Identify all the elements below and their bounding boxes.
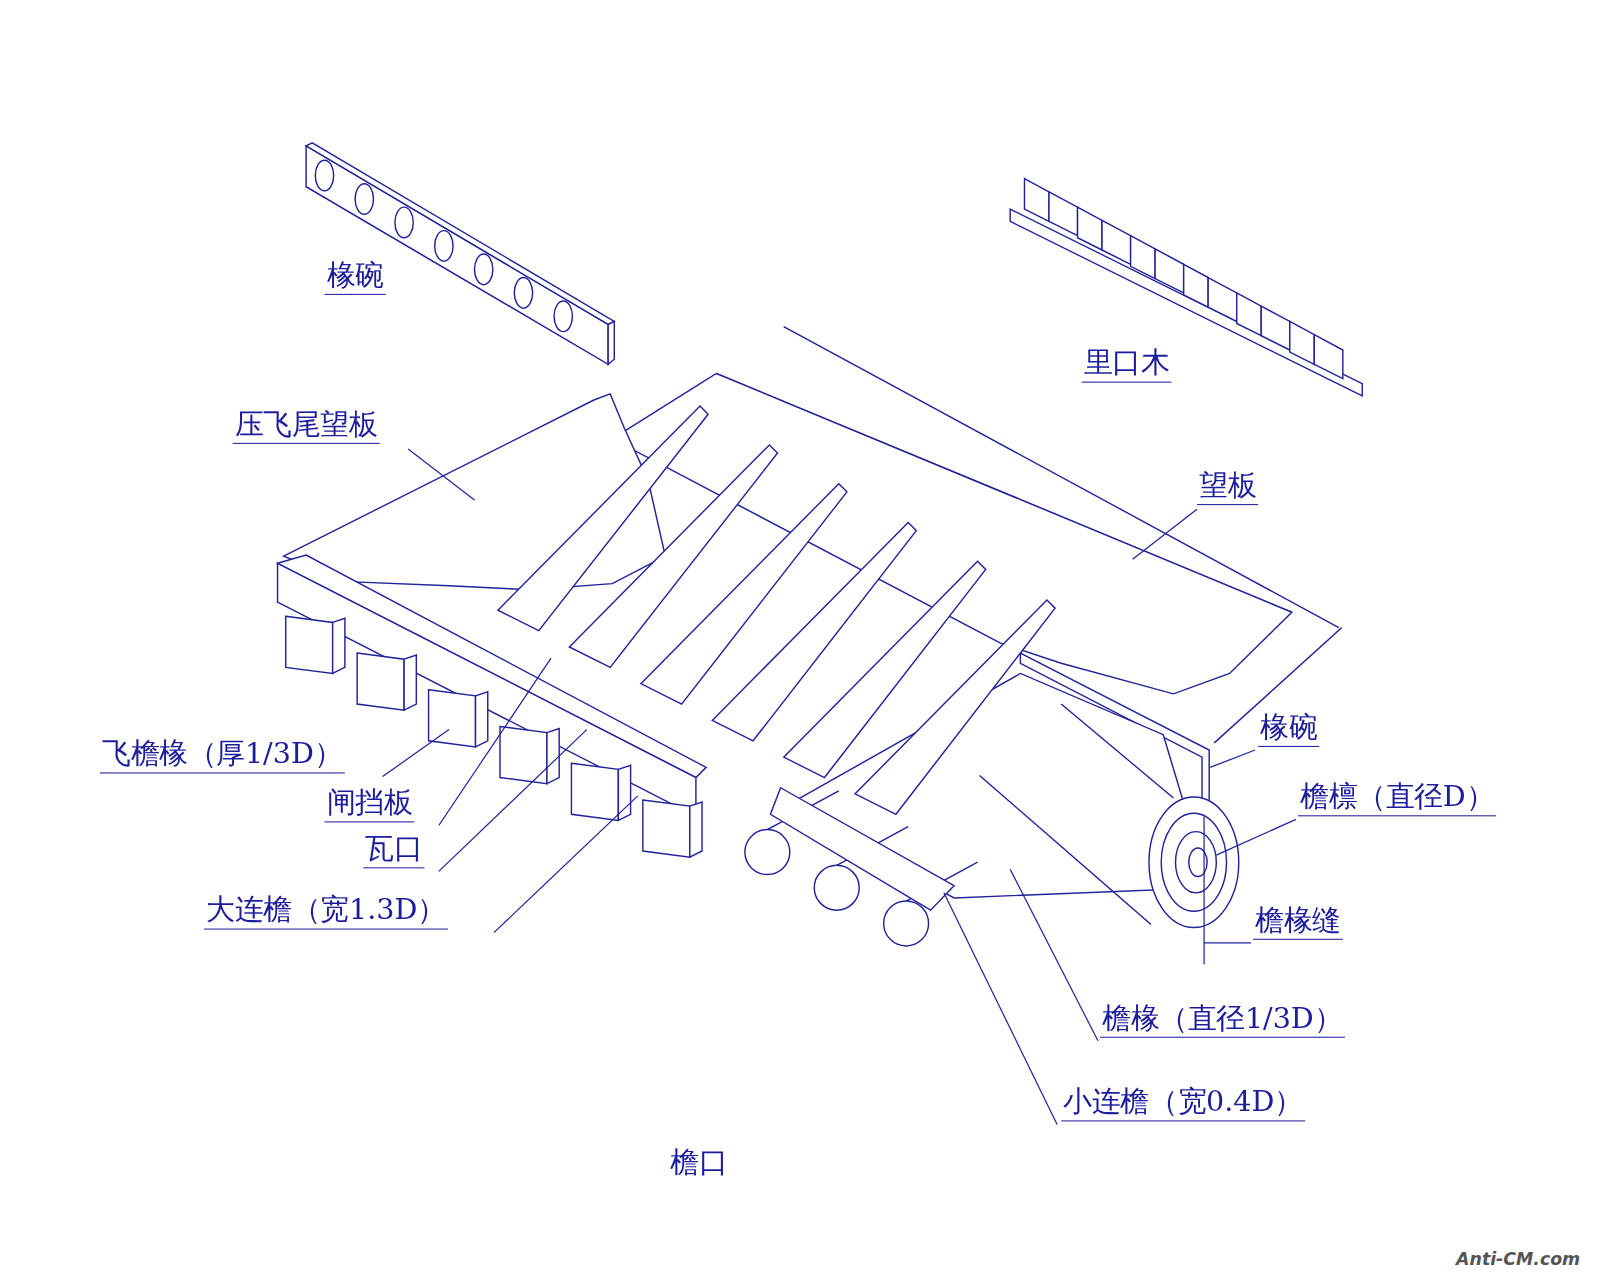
round-rafter-end (814, 865, 859, 910)
rafter-hole (355, 184, 373, 215)
rafter-hole (315, 160, 333, 191)
block-face (1290, 321, 1314, 364)
part-label: 椽碗 (1258, 711, 1319, 747)
purlin-ring (1161, 813, 1226, 911)
part-label: 椽碗 (324, 259, 385, 295)
part-label: 瓦口 (363, 833, 424, 869)
block-face (1078, 207, 1102, 250)
part-label: 檐椽（直径1/3D） (1100, 1002, 1344, 1038)
block-face (1102, 220, 1131, 264)
round-rafter-end (745, 830, 790, 875)
rafter-side (333, 618, 345, 673)
part-label: 压飞尾望板 (233, 408, 380, 444)
rafter-hole (514, 278, 532, 309)
inner-batten-blocks (1024, 179, 1342, 379)
rafter-end (643, 800, 690, 857)
block-face (1208, 278, 1237, 322)
rafter-hole (435, 231, 453, 262)
part-label: 望板 (1197, 469, 1258, 505)
rafter-hole (554, 301, 572, 332)
rafter-bowl-top (306, 143, 614, 325)
purlin-ring (1176, 832, 1217, 893)
rafter-hole (395, 207, 413, 238)
large-eave-front (278, 563, 696, 816)
purlin-edge (1061, 704, 1173, 798)
part-label: 檐椽缝 (1253, 904, 1343, 940)
block-face (1237, 293, 1261, 336)
block-face (1314, 335, 1343, 379)
block-face (1155, 249, 1184, 293)
block-face (1184, 264, 1208, 307)
block-face (1024, 179, 1048, 222)
part-label: 小连檐（宽0.4D） (1061, 1086, 1305, 1122)
watermark: Anti-CM.com (1454, 1249, 1582, 1271)
round-rafter-end (884, 901, 929, 946)
rafter-bowl-board (306, 146, 608, 364)
rafter-end (571, 763, 618, 820)
rafter-end (286, 616, 333, 673)
part-label: 大连檐（宽1.3D） (204, 894, 448, 930)
rafter-side (547, 729, 559, 784)
rafter-side (404, 655, 416, 710)
part-label: 飞檐椽（厚1/3D） (100, 738, 344, 774)
flying-rafter (569, 445, 777, 667)
flying-rafter (784, 561, 986, 777)
part-label: 檐檩（直径D） (1298, 781, 1496, 817)
part-label: 里口木 (1082, 347, 1172, 383)
flying-rafter (498, 406, 708, 630)
rafter-side (690, 802, 702, 857)
purlin-end (1149, 797, 1239, 928)
caption: 檐口 (668, 1147, 729, 1182)
flying-rafter (712, 522, 916, 740)
block-face (1049, 192, 1078, 236)
purlin-edge (980, 776, 1151, 925)
part-label: 闸挡板 (324, 787, 414, 823)
rafter-holes (315, 160, 572, 331)
rafter-ends (286, 616, 702, 857)
flying-rafter (641, 484, 847, 704)
rafter-hole (474, 254, 492, 285)
small-eave-strip (770, 788, 954, 910)
flying-rafter (855, 600, 1055, 814)
inner-batten-base (1010, 209, 1362, 396)
rafter-bowl-end (608, 321, 614, 364)
rafter-side (476, 692, 488, 747)
rafter-end (357, 653, 404, 710)
block-face (1131, 236, 1155, 279)
block-face (1261, 306, 1290, 350)
